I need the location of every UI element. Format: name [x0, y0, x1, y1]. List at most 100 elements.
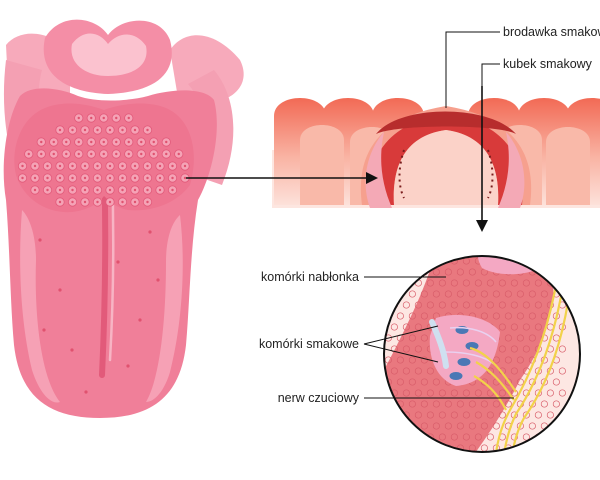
- epithelium-cell: [408, 290, 416, 298]
- epithelium-cell: [463, 456, 469, 462]
- papilla-dot-center: [90, 116, 93, 120]
- papilla-dot-center: [77, 140, 80, 144]
- papilla-dot-center: [121, 128, 124, 132]
- epithelium-cell: [450, 433, 458, 441]
- epithelium-cell: [499, 456, 505, 462]
- papilla-dot-center: [133, 176, 137, 180]
- epithelium-cell: [493, 247, 499, 253]
- epithelium-cell: [481, 247, 487, 253]
- papilla-dot-center: [108, 188, 112, 192]
- papilla-dot-center: [146, 188, 149, 192]
- epithelium-cell: [522, 257, 530, 265]
- papilla-dot-center: [58, 164, 62, 168]
- epithelium-cell: [420, 400, 428, 408]
- epithelium-cell: [528, 312, 536, 320]
- epithelium-cell: [408, 312, 416, 320]
- epithelium-cell: [420, 378, 428, 386]
- epithelium-cell: [396, 422, 404, 430]
- epithelium-cell: [402, 367, 410, 375]
- epithelium-cell: [516, 356, 524, 364]
- papilla-dot-center: [158, 176, 162, 180]
- epithelium-cell: [450, 301, 458, 309]
- tongue-highlight-left: [20, 210, 60, 403]
- label-sensory-nerve: nerw czuciowy: [278, 391, 360, 405]
- papilla-dot-center: [171, 188, 174, 192]
- epithelium-cell: [534, 279, 542, 287]
- epithelium-cell: [492, 356, 500, 364]
- epithelium-cell: [426, 389, 434, 397]
- epithelium-cell: [558, 367, 566, 375]
- epithelium-cell: [486, 411, 494, 419]
- epithelium-cell: [414, 389, 422, 397]
- epithelium-cell: [510, 345, 518, 353]
- epithelium-cell: [541, 247, 547, 253]
- label-taste-papilla: brodawka smakowa: [503, 25, 600, 39]
- epithelium-cell: [402, 345, 410, 353]
- epithelium-cell: [492, 422, 500, 430]
- papillae-cross-section: [272, 98, 600, 208]
- epithelium-cell: [468, 290, 476, 298]
- epithelium-cell: [450, 389, 458, 397]
- epithelium-cell: [498, 411, 506, 419]
- epithelium-cell: [451, 456, 457, 462]
- epithelium-cell: [384, 290, 392, 298]
- papilla-dot-center: [171, 164, 174, 168]
- epithelium-cell: [522, 433, 530, 441]
- epithelium-cell: [426, 257, 434, 265]
- papilla-dot-center: [83, 188, 87, 192]
- papilla-dot-center: [127, 116, 130, 120]
- epithelium-cell: [414, 367, 422, 375]
- epithelium-cell: [390, 411, 398, 419]
- epithelium-cell: [552, 444, 560, 452]
- epithelium-cell: [540, 400, 548, 408]
- papilla-dot-center: [71, 188, 74, 192]
- epithelium-cell: [438, 411, 446, 419]
- epithelium-cell: [474, 301, 482, 309]
- epithelium-cell: [420, 334, 428, 342]
- epithelium-cell: [408, 378, 416, 386]
- epithelium-cell: [445, 247, 451, 253]
- papilla-dot-center: [133, 188, 137, 192]
- epithelium-cell: [511, 456, 517, 462]
- epithelium-cell: [546, 411, 554, 419]
- epithelium-cell: [486, 301, 494, 309]
- epithelium-cell: [432, 268, 440, 276]
- epiglottis-inner: [71, 33, 147, 76]
- papilla-dot-center: [77, 152, 80, 156]
- epithelium-cell: [427, 456, 433, 462]
- papilla-dot-center: [40, 152, 43, 156]
- papilla-dot-center: [146, 164, 149, 168]
- epithelium-cell: [498, 345, 506, 353]
- papilla-dot-center: [121, 200, 124, 204]
- papilla-dot-center: [108, 200, 112, 204]
- epithelium-cell: [438, 433, 446, 441]
- papilla-dot-center: [96, 200, 99, 204]
- epithelium-cell: [486, 367, 494, 375]
- epithelium-cell: [498, 301, 506, 309]
- epithelium-cell: [487, 456, 493, 462]
- papilla-dot-center: [33, 164, 37, 168]
- epithelium-cell: [396, 312, 404, 320]
- papilla-dot-center: [133, 128, 137, 132]
- epithelium-cell: [492, 400, 500, 408]
- epithelium-cell: [504, 312, 512, 320]
- epithelium-cell: [384, 422, 392, 430]
- epithelium-cell: [516, 334, 524, 342]
- magnified-taste-bud: [383, 247, 581, 462]
- epithelium-cell: [475, 456, 481, 462]
- epithelium-cell: [420, 290, 428, 298]
- epithelium-cell: [480, 400, 488, 408]
- epithelium-cell: [535, 456, 541, 462]
- epithelium-cell: [510, 279, 518, 287]
- epithelium-cell: [504, 356, 512, 364]
- label-epithelial-cells: komórki nabłonka: [261, 270, 359, 284]
- epithelium-cell: [438, 301, 446, 309]
- epithelium-cell: [402, 301, 410, 309]
- epithelium-cell: [420, 312, 428, 320]
- epithelium-cell: [456, 400, 464, 408]
- arrowhead-down: [476, 220, 488, 232]
- epithelium-cell: [396, 268, 404, 276]
- papillae-dots: [17, 113, 190, 207]
- papilla-dot-center: [183, 164, 187, 168]
- epithelium-cell: [408, 356, 416, 364]
